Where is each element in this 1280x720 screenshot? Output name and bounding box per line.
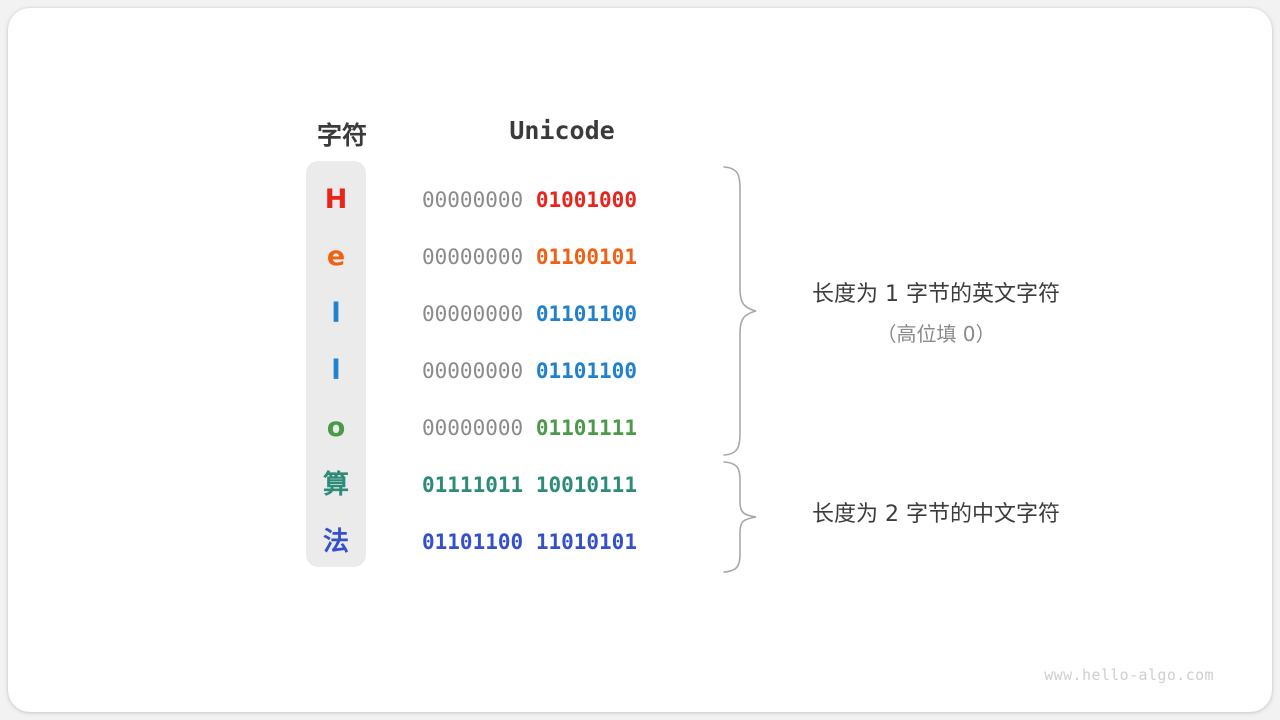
character-cell: l: [331, 355, 341, 386]
brace-cjk-group: [723, 461, 757, 573]
annotation-cjk: 长度为 2 字节的中文字符: [786, 496, 1086, 528]
watermark: www.hello-algo.com: [1044, 666, 1214, 684]
unicode-encoding-figure: 字符 Unicode H e l l o 算 法 00000000 010010…: [8, 8, 1272, 712]
character-cell: H: [324, 184, 348, 215]
character-cell: e: [326, 241, 346, 272]
character-cell: l: [331, 298, 341, 329]
annotation-cjk-line1: 长度为 2 字节的中文字符: [812, 502, 1060, 527]
unicode-bits-row: 00000000 01101100: [422, 359, 637, 383]
annotation-ascii-line1: 长度为 1 字节的英文字符: [812, 282, 1060, 307]
column-header-character: 字符: [316, 121, 367, 150]
unicode-bits-row: 00000000 01101111: [422, 416, 637, 440]
brace-ascii-group: [723, 166, 757, 456]
unicode-bits-row: 01111011 10010111: [422, 473, 637, 497]
character-column-panel: [306, 161, 366, 567]
character-cell: 法: [322, 527, 349, 557]
unicode-bits-row: 00000000 01101100: [422, 302, 637, 326]
white-card: 字符 Unicode H e l l o 算 法 00000000 010010…: [8, 8, 1272, 712]
unicode-bits-row: 00000000 01001000: [422, 188, 637, 212]
annotation-ascii-line2: （高位填 0）: [876, 322, 996, 346]
unicode-bits-row: 00000000 01100101: [422, 245, 637, 269]
character-cell: o: [326, 412, 346, 443]
character-cell: 算: [322, 470, 349, 500]
unicode-bits-row: 01101100 11010101: [422, 530, 637, 554]
column-header-unicode: Unicode: [509, 116, 615, 145]
annotation-ascii: 长度为 1 字节的英文字符 （高位填 0）: [786, 276, 1086, 347]
